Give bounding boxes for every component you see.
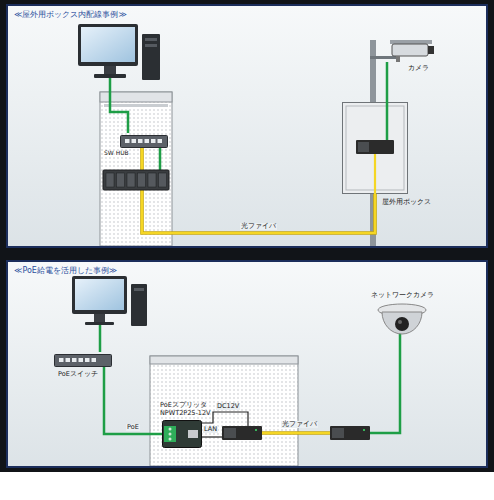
node-label: SW HUB xyxy=(104,150,129,157)
cable xyxy=(104,367,162,434)
cable-outline xyxy=(142,148,375,233)
fiber-cable xyxy=(262,431,330,435)
camera-mount xyxy=(370,56,396,59)
lan-cable xyxy=(99,325,102,352)
panel: SW HUB カメラ屋外用ボックス ≪屋外用ボックス内配線事例≫ xyxy=(6,4,488,248)
poe-switch-shape xyxy=(54,354,112,367)
panel: PoEスイッチ PoEスプリッタ NPWT2P25-12V ネットワークカメラ ≪Po… xyxy=(6,260,488,468)
node-label: ≪PoE給電を活用した事例≫ xyxy=(14,266,117,275)
outdoor-box-shape xyxy=(342,102,408,194)
cable xyxy=(386,62,389,102)
node-label: 屋外用ボックス xyxy=(382,199,431,206)
cable-label: 光ファイバ xyxy=(240,223,277,230)
cable xyxy=(142,148,375,233)
signal-name: DC12V xyxy=(216,403,240,410)
lan-cable xyxy=(370,333,400,433)
poe-switch: PoEスイッチ xyxy=(54,354,112,367)
lan-cable xyxy=(200,436,222,437)
switch-hub: SW HUB xyxy=(120,135,168,148)
converter-chassis xyxy=(103,170,169,190)
camera-shape xyxy=(382,38,438,62)
lan-cable xyxy=(159,146,162,170)
poe-splitter-shape xyxy=(162,420,202,448)
outer-frame xyxy=(0,0,494,472)
media-converter xyxy=(222,426,262,440)
network-camera: ネットワークカメラ xyxy=(374,302,430,344)
poe-splitter: PoEスプリッタ NPWT2P25-12V xyxy=(162,420,202,448)
node-label: PoEスプリッタ NPWT2P25-12V xyxy=(160,402,220,417)
computer xyxy=(72,276,147,326)
signal-name: LAN xyxy=(203,426,218,433)
cable-name: 光ファイバ xyxy=(281,421,318,428)
camera: カメラ xyxy=(382,38,438,62)
lan-cable xyxy=(110,78,128,133)
server-rack xyxy=(100,92,172,246)
panel-ground xyxy=(6,4,488,248)
panel-ground xyxy=(6,260,488,468)
node-label: ネットワークカメラ xyxy=(371,292,434,299)
node-label: PoEスイッチ xyxy=(58,371,98,378)
computer xyxy=(78,24,160,80)
fiber-cable xyxy=(262,432,330,434)
node-label: カメラ xyxy=(408,65,429,72)
cabinet xyxy=(150,356,298,466)
outdoor-box: 屋外用ボックス xyxy=(342,102,408,194)
cable-label: PoE xyxy=(126,424,140,431)
media-converter xyxy=(330,426,370,440)
switch-hub-shape xyxy=(120,135,168,148)
node-label: ≪屋外用ボックス内配線事例≫ xyxy=(14,10,127,19)
network-camera-shape xyxy=(374,302,430,344)
